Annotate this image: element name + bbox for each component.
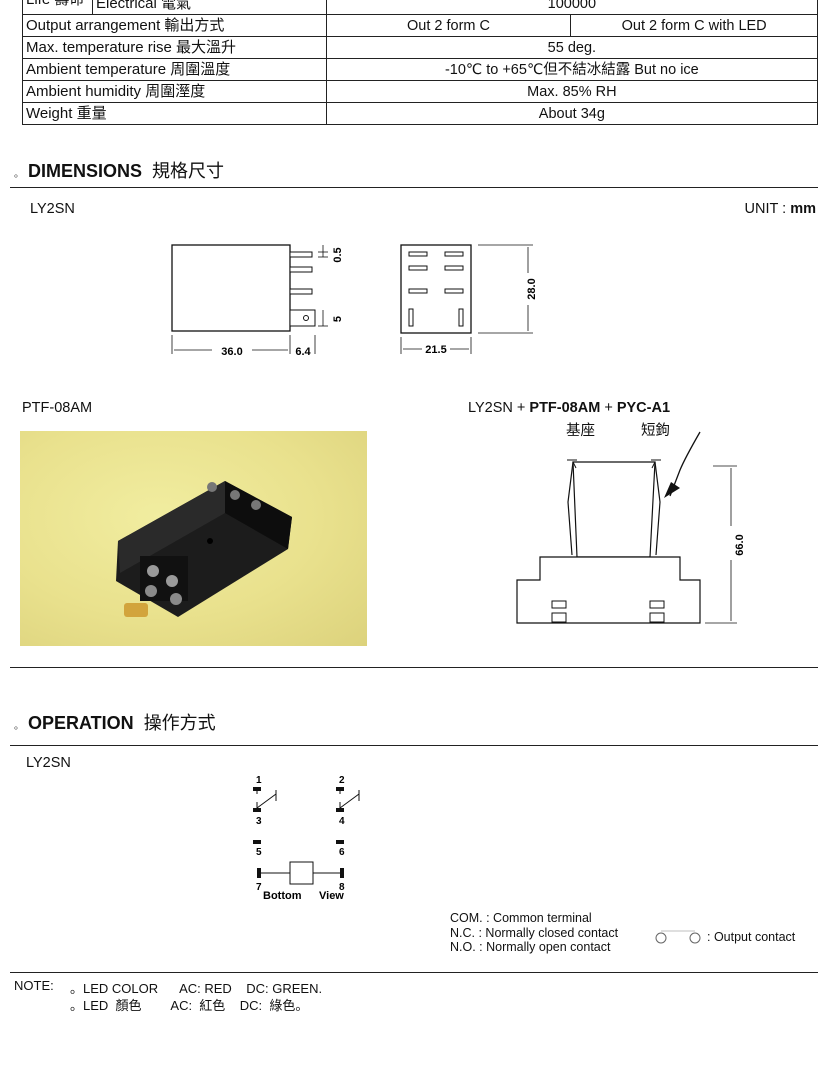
wiring-diagram: 1 2 3 4 5 6 7 8 Bottom View (253, 775, 360, 902)
electrical-label: Electrical 電氣 (91, 0, 327, 15)
pin-label: 2 (339, 775, 345, 786)
clip-left (567, 461, 574, 556)
spec-table: Life 壽命 Electrical 電氣 100000 Output arra… (22, 0, 819, 125)
weight-label: Weight 重量 (22, 102, 327, 125)
dimensions-model-label: LY2SN (30, 201, 75, 217)
terminal-legend: COM. : Common terminal N.C. : Normally c… (450, 911, 618, 955)
pin-label: 3 (256, 816, 262, 827)
bullet-icon: 。 (14, 721, 24, 732)
dim-width-label: 36.0 (221, 346, 242, 358)
bullet-icon: 。 (14, 169, 24, 180)
relay-pin (289, 266, 313, 273)
socket-body (516, 556, 701, 624)
life-label: Life 壽命 (22, 0, 93, 15)
pin-label: 7 (256, 882, 262, 893)
relay-dimension-drawing: 0.5 5 36.0 6.4 28.0 21.5 (171, 244, 538, 358)
view-label: View (319, 890, 344, 902)
socket-model-label: PTF-08AM (22, 400, 93, 416)
legend-com: COM. : Common terminal (450, 911, 592, 925)
assembly-model-label: LY2SN + PTF-08AM + PYC-A1 (468, 400, 671, 416)
pin-label: 4 (339, 816, 345, 827)
relay-side-body (171, 244, 291, 332)
output-arrangement-label: Output arrangement 輸出方式 (22, 14, 327, 37)
socket-photo (20, 431, 367, 646)
output-value-1: Out 2 form C (325, 14, 572, 37)
ambient-temp-label: Ambient temperature 周圍溫度 (22, 58, 327, 81)
dim-depth-label: 21.5 (425, 344, 446, 356)
relay-pin (289, 251, 313, 258)
unit-label: UNIT : mm (744, 201, 816, 217)
temp-rise-label: Max. temperature rise 最大溫升 (22, 36, 327, 59)
output-contact-label: : Output contact (707, 930, 796, 944)
dim-pin-label: 6.4 (295, 346, 311, 358)
note-line-2: 。LED 顏色 AC: 紅色 DC: 綠色。 (70, 998, 309, 1013)
weight-value: About 34g (325, 102, 819, 125)
pin-label: 6 (339, 847, 345, 858)
dim-gap-label: 0.5 (332, 247, 344, 262)
divider (10, 667, 818, 668)
output-value-2: Out 2 form C with LED (570, 14, 818, 37)
note-label: NOTE: (14, 978, 54, 993)
assembly-height-label: 66.0 (734, 534, 746, 555)
temp-rise-value: 55 deg. (325, 36, 819, 59)
dim-height-label: 28.0 (526, 278, 538, 299)
operation-model-label: LY2SN (26, 755, 71, 771)
divider (10, 187, 818, 188)
electrical-value: 100000 (325, 0, 819, 15)
pin-label: 8 (339, 882, 345, 893)
bottom-label: Bottom (263, 890, 302, 902)
operation-heading: 。OPERATION 操作方式 (14, 713, 216, 733)
ambient-temp-value: -10℃ to +65℃但不結冰結露 But no ice (325, 58, 819, 81)
assembly-cn-2: 短鉤 (641, 423, 670, 439)
assembly-cn-1: 基座 (566, 423, 595, 439)
pin-label: 5 (256, 847, 262, 858)
coil-icon (289, 861, 314, 885)
relay-pin-tab (289, 309, 316, 327)
humidity-label: Ambient humidity 周圍溼度 (22, 80, 327, 103)
assembly-drawing: 66.0 (516, 431, 746, 624)
dimensions-heading: 。DIMENSIONS 規格尺寸 (14, 161, 225, 181)
legend-no: N.O. : Normally open contact (450, 940, 611, 954)
relay-pin (289, 288, 313, 295)
divider (10, 972, 818, 973)
output-contact-icon (655, 930, 701, 944)
legend-nc: N.C. : Normally closed contact (450, 925, 619, 940)
pin-hole (303, 315, 309, 321)
note-line-1: 。LED COLOR AC: RED DC: GREEN. (70, 981, 323, 996)
divider (10, 745, 818, 746)
humidity-value: Max. 85% RH (325, 80, 819, 103)
clip-right (654, 461, 661, 556)
dim-pin-len-label: 5 (332, 316, 344, 322)
pin-label: 1 (256, 775, 262, 786)
arrow-icon (669, 431, 701, 497)
relay-body (572, 461, 656, 558)
